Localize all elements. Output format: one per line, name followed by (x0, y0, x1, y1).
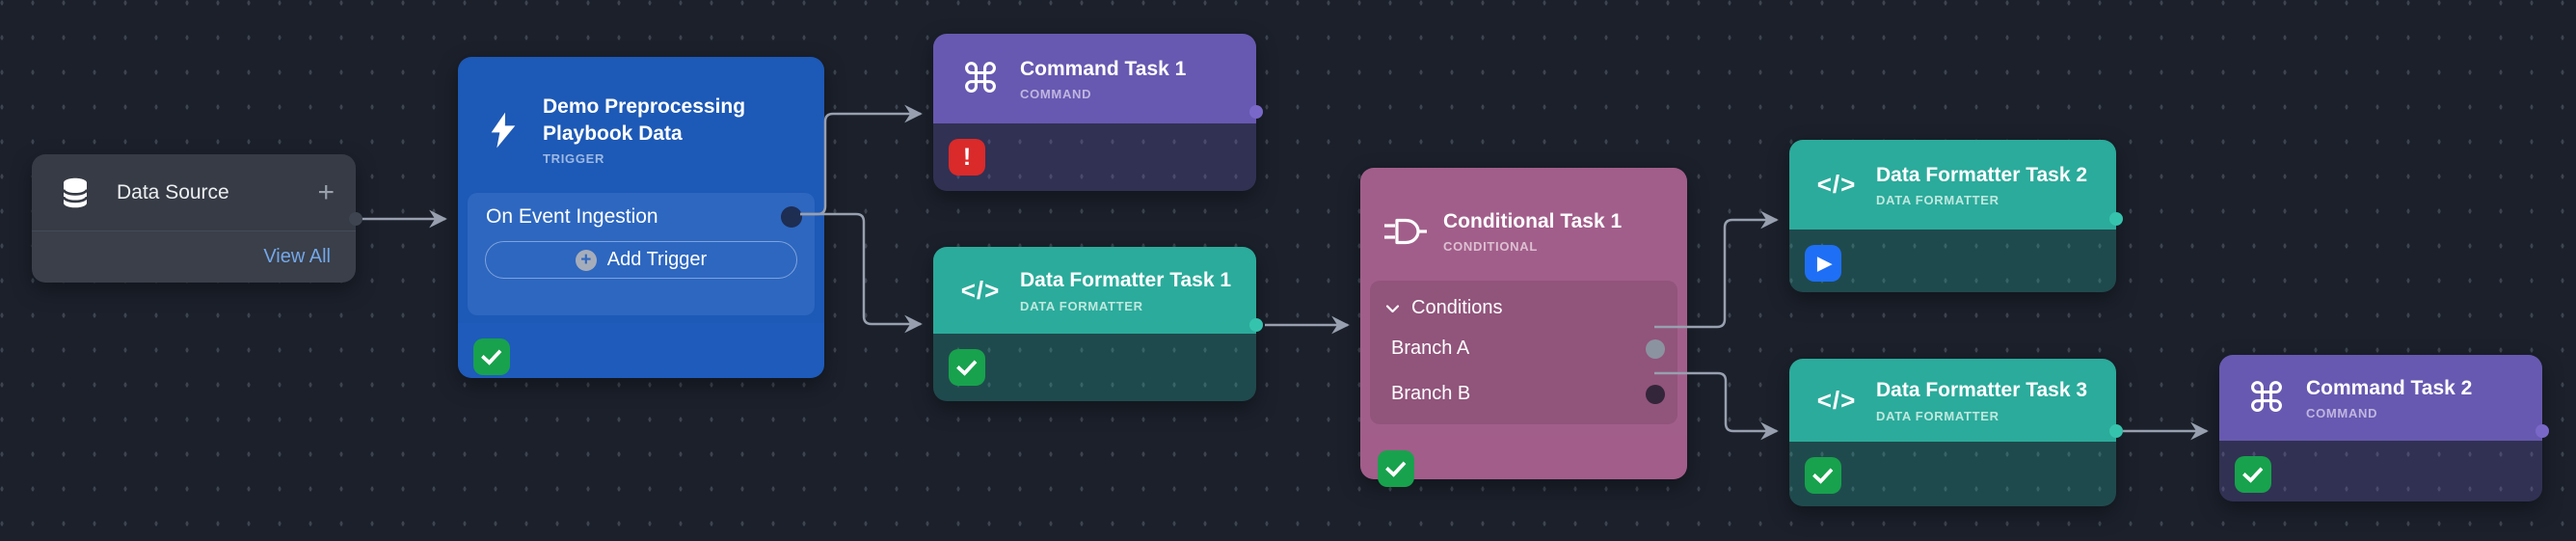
conditional-task-1-footer (1360, 435, 1687, 487)
node-data-formatter-task-3[interactable]: </> Data Formatter Task 3 DATA FORMATTER (1789, 359, 2123, 506)
node-title: Command Task 2 (2306, 376, 2473, 399)
branch-b-output-port[interactable] (1646, 384, 1665, 404)
code-icon: </> (1816, 385, 1857, 415)
command-task-1-footer (933, 123, 1256, 191)
branch-row-a[interactable]: Branch A (1370, 326, 1677, 371)
node-data-formatter-task-1[interactable]: </> Data Formatter Task 1 DATA FORMATTER (933, 247, 1263, 401)
view-all-link[interactable]: View All (263, 246, 331, 267)
node-type-label: TRIGGER (543, 151, 605, 167)
node-command-task-1[interactable]: ⌘ Command Task 1 COMMAND (933, 34, 1263, 191)
branch-row-b[interactable]: Branch B (1370, 371, 1677, 417)
data-source-footer: View All (32, 230, 356, 283)
node-data-formatter-task-2[interactable]: </> Data Formatter Task 2 DATA FORMATTER (1789, 140, 2123, 292)
command-task-2-output-port[interactable] (2536, 424, 2549, 438)
status-success-badge (2235, 456, 2271, 493)
status-success-badge (1805, 457, 1841, 494)
node-type-label: COMMAND (2306, 406, 2378, 421)
data-formatter-task-3-header: </> Data Formatter Task 3 DATA FORMATTER (1789, 359, 2116, 442)
command-icon: ⌘ (2246, 374, 2287, 420)
data-source-title: Data Source (117, 180, 229, 203)
command-task-1-output-port[interactable] (1249, 105, 1263, 119)
node-type-label: CONDITIONAL (1443, 239, 1538, 255)
status-error-badge (949, 139, 985, 176)
status-success-badge (473, 338, 510, 375)
node-title: Command Task 1 (1020, 57, 1187, 80)
status-success-badge (1378, 450, 1414, 487)
data-formatter-task-1-footer (933, 334, 1256, 401)
conditions-collapse-toggle[interactable]: Conditions (1370, 289, 1677, 326)
node-title: Data Formatter Task 1 (1020, 269, 1232, 292)
trigger-event-label: On Event Ingestion (486, 205, 658, 228)
node-command-task-2[interactable]: ⌘ Command Task 2 COMMAND (2219, 355, 2549, 501)
branch-a-output-port[interactable] (1646, 338, 1665, 359)
node-title: Data Formatter Task 2 (1876, 163, 2088, 186)
add-trigger-button[interactable]: + Add Trigger (485, 241, 797, 279)
code-icon: </> (960, 275, 1001, 305)
command-task-2-header: ⌘ Command Task 2 COMMAND (2219, 355, 2542, 441)
database-icon (53, 176, 97, 210)
trigger-footer (458, 323, 824, 378)
data-source-header: Data Source + (32, 154, 356, 230)
node-type-label: DATA FORMATTER (1020, 298, 1143, 313)
node-type-label: DATA FORMATTER (1876, 193, 1999, 208)
conditions-label: Conditions (1411, 296, 1503, 318)
trigger-header: Demo Preprocessing Playbook Data TRIGGER (458, 57, 824, 193)
conditional-task-1-header: Conditional Task 1 CONDITIONAL (1360, 168, 1687, 281)
trigger-event-output-port[interactable] (781, 206, 802, 228)
status-success-badge (949, 349, 985, 386)
conditions-panel: Conditions Branch A Branch B (1370, 281, 1677, 424)
status-running-badge (1805, 245, 1841, 282)
node-conditional-task-1[interactable]: Conditional Task 1 CONDITIONAL Condition… (1360, 168, 1687, 487)
plus-icon: + (575, 249, 597, 271)
node-title: Conditional Task 1 (1443, 209, 1623, 232)
chevron-down-icon (1385, 297, 1400, 319)
node-data-source[interactable]: Data Source + View All (32, 154, 362, 283)
command-icon: ⌘ (960, 55, 1001, 101)
node-type-label: COMMAND (1020, 87, 1092, 102)
node-title: Demo Preprocessing Playbook Data (543, 95, 746, 145)
data-formatter-task-1-output-port[interactable] (1249, 318, 1263, 332)
command-task-1-header: ⌘ Command Task 1 COMMAND (933, 34, 1256, 123)
lightning-icon (481, 111, 525, 149)
data-formatter-task-3-output-port[interactable] (2109, 424, 2123, 438)
logic-gate-icon (1383, 217, 1428, 246)
add-trigger-label: Add Trigger (606, 249, 708, 270)
command-task-2-footer (2219, 441, 2542, 501)
code-icon: </> (1816, 170, 1857, 199)
add-data-source-button[interactable]: + (317, 176, 335, 208)
data-formatter-task-3-footer (1789, 442, 2116, 506)
node-type-label: DATA FORMATTER (1876, 408, 1999, 423)
data-source-output-port[interactable] (349, 212, 362, 226)
data-formatter-task-2-header: </> Data Formatter Task 2 DATA FORMATTER (1789, 140, 2116, 230)
data-formatter-task-2-footer (1789, 230, 2116, 292)
data-formatter-task-2-output-port[interactable] (2109, 212, 2123, 226)
node-trigger[interactable]: Demo Preprocessing Playbook Data TRIGGER… (458, 57, 824, 378)
trigger-event-row[interactable]: On Event Ingestion (468, 193, 815, 229)
data-formatter-task-1-header: </> Data Formatter Task 1 DATA FORMATTER (933, 247, 1256, 334)
branch-b-label: Branch B (1391, 383, 1471, 404)
trigger-events-panel: On Event Ingestion + Add Trigger (468, 193, 815, 315)
node-title: Data Formatter Task 3 (1876, 379, 2088, 402)
branch-a-label: Branch A (1391, 338, 1470, 359)
